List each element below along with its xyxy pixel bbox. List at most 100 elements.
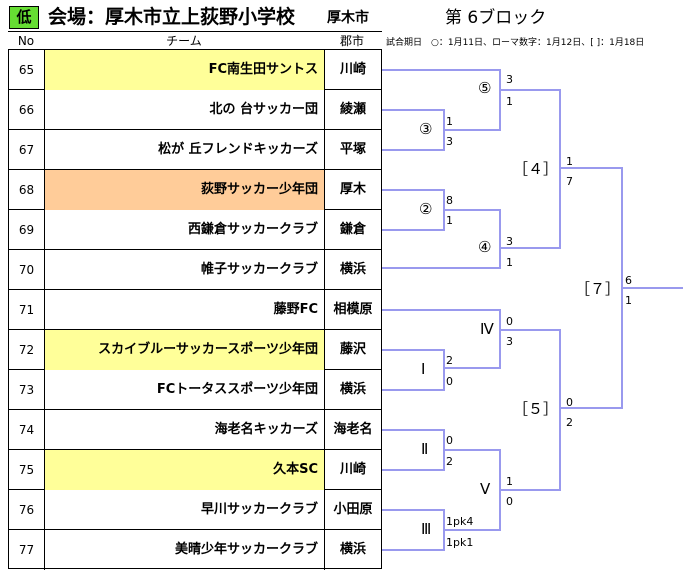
bracket-line (382, 69, 501, 131)
match-score-bottom: 0 (506, 495, 513, 508)
team-city: 川崎 (339, 462, 366, 477)
team-city: 藤沢 (339, 342, 366, 357)
match-label: ⑤ (478, 79, 492, 97)
team-number: 65 (9, 50, 45, 90)
bracket-line (382, 109, 445, 151)
team-name: 荻野サッカー少年団 (45, 170, 325, 210)
team-number: 77 (9, 530, 45, 570)
team-name: 松が 丘フレンドキッカーズ (45, 130, 325, 170)
bracket-line (382, 309, 501, 369)
match-label: ③ (419, 120, 433, 138)
match-score-bottom: 2 (446, 455, 453, 468)
team-number: 75 (9, 450, 45, 490)
match-score-bottom: 1pk1 (446, 536, 474, 549)
team-city: 横浜 (339, 542, 366, 557)
col-header-no: No (17, 34, 35, 48)
col-header-city: 郡市 (339, 34, 364, 48)
col-header-team: チーム (166, 34, 202, 48)
match-score-top: 1pk4 (446, 515, 474, 528)
team-name: FC南生田サントス (45, 50, 325, 90)
match-label: Ⅲ (421, 520, 432, 538)
team-number: 71 (9, 290, 45, 330)
match-score-top: 3 (506, 73, 513, 86)
match-score-bottom: 1 (446, 214, 453, 227)
bracket-line (444, 449, 501, 531)
match-label: Ⅰ (421, 360, 426, 378)
match-label: Ⅱ (421, 440, 429, 458)
match-label: ［５］ (513, 400, 559, 418)
team-number: 68 (9, 170, 45, 210)
match-score-top: 1 (566, 155, 573, 168)
match-score-bottom: 7 (566, 175, 573, 188)
match-score-bottom: 2 (566, 416, 573, 429)
team-city: 横浜 (339, 262, 366, 277)
match-score-top: 1 (506, 475, 513, 488)
team-name: 早川サッカークラブ (45, 490, 325, 530)
team-number: 76 (9, 490, 45, 530)
match-score-bottom: 1 (625, 294, 632, 307)
match-label: ④ (478, 238, 492, 256)
bracket-line (382, 209, 501, 269)
venue-title: 会場：厚木市立上荻野小学校 (48, 6, 296, 28)
team-number: 66 (9, 90, 45, 130)
venue-city: 厚木市 (327, 10, 369, 26)
match-score-bottom: 1 (506, 256, 513, 269)
match-label: Ⅴ (480, 480, 491, 498)
team-name: FCトータススポーツ少年団 (45, 370, 325, 410)
match-score-top: 2 (446, 354, 453, 367)
match-label: ［４］ (513, 160, 559, 178)
schedule-note: 試合期日 ○：1月11日、ローマ数字：1月12日、[ ]：1月18日 (386, 38, 645, 48)
team-city: 厚木 (339, 182, 366, 197)
match-score-bottom: 3 (506, 335, 513, 348)
match-score-top: 8 (446, 194, 453, 207)
team-name: 美晴少年サッカークラブ (45, 530, 325, 570)
match-score-bottom: 3 (446, 135, 453, 148)
team-city: 横浜 (339, 382, 366, 397)
match-score-top: 0 (446, 434, 453, 447)
team-name: 西鎌倉サッカークラブ (45, 210, 325, 250)
team-city: 相模原 (333, 302, 373, 317)
match-score-bottom: 1 (506, 95, 513, 108)
title-underline (8, 31, 382, 32)
team-number: 67 (9, 130, 45, 170)
bracket-line (382, 349, 445, 391)
team-name: スカイブルーサッカースポーツ少年団 (45, 330, 325, 370)
bracket-line (500, 329, 561, 491)
match-score-top: 3 (506, 235, 513, 248)
team-number: 70 (9, 250, 45, 290)
match-score-bottom: 0 (446, 375, 453, 388)
category-badge: 低 (9, 6, 39, 29)
match-score-top: 0 (566, 396, 573, 409)
match-label: ② (419, 200, 433, 218)
match-score-top: 1 (446, 115, 453, 128)
match-label: Ⅳ (480, 320, 494, 338)
team-number: 69 (9, 210, 45, 250)
match-score-top: 6 (625, 274, 632, 287)
team-name: 北の 台サッカー団 (45, 90, 325, 130)
team-city: 綾瀬 (339, 102, 366, 117)
team-name: 帷子サッカークラブ (45, 250, 325, 290)
team-city: 川崎 (339, 62, 366, 77)
bracket-line (382, 509, 445, 551)
team-number: 74 (9, 410, 45, 450)
block-title: 第 6ブロック (445, 8, 547, 28)
match-score-top: 0 (506, 315, 513, 328)
team-city: 鎌倉 (339, 222, 366, 237)
team-city: 平塚 (339, 142, 366, 157)
team-name: 藤野FC (45, 290, 325, 330)
team-number: 72 (9, 330, 45, 370)
